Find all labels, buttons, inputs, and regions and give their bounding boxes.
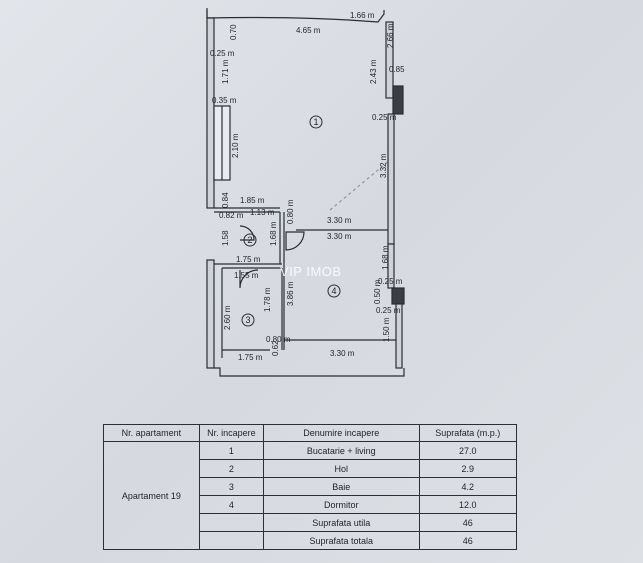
- dim-hol-168: 1.68 m: [269, 221, 278, 246]
- room-4-marker: [327, 284, 341, 298]
- floor-plan: 1 2 3 4 4.65 m 1.66 m 2.66 m 2.43 m 0.85…: [206, 8, 405, 377]
- dim-right-025: 0.25 m: [372, 113, 397, 122]
- dim-left-025: 0.25 m: [210, 49, 235, 58]
- walls: [206, 8, 405, 377]
- room-name-cell: Hol: [263, 459, 420, 478]
- room-2-marker: [243, 233, 257, 247]
- dim-baie-260: 2.60 m: [223, 305, 232, 330]
- room-name-cell: Dormitor: [263, 495, 420, 514]
- watermark: VIP IMOB: [280, 264, 342, 279]
- room-nr-cell: 2: [198, 459, 265, 478]
- dim-baie-178: 1.78 m: [263, 287, 272, 312]
- dim-mid-386: 3.86 m: [286, 281, 295, 306]
- dim-left-070: 0.70: [229, 24, 238, 40]
- total-label-cell: Suprafata utila: [263, 513, 420, 532]
- room-1-marker: [309, 115, 323, 129]
- dim-bot-062: 0.62: [271, 340, 280, 356]
- dim-left-084: 0.84: [221, 192, 230, 208]
- room-name-cell: Bucatarie + living: [263, 441, 420, 460]
- dim-mid-330a: 3.30 m: [327, 216, 352, 225]
- table-header-row: Nr. apartament Nr. incapere Denumire inc…: [103, 424, 518, 442]
- dim-mid-330b: 3.30 m: [327, 232, 352, 241]
- dim-bot-330: 3.30 m: [330, 349, 355, 358]
- dim-hol-175: 1.75 m: [236, 255, 261, 264]
- header-nr-apartament: Nr. apartament: [103, 424, 200, 442]
- table-row: Apartament 19 1 Bucatarie + living 27.0: [103, 441, 518, 550]
- room-2-number: 2: [247, 235, 252, 245]
- dim-left-082: 0.82 m: [219, 211, 244, 220]
- header-denumire: Denumire incapere: [263, 424, 420, 442]
- apartment-cell: Apartament 19: [103, 441, 200, 550]
- dim-top-width: 4.65 m: [296, 26, 321, 35]
- dim-r4-050: 0.50 m: [373, 279, 382, 304]
- dim-bot-175: 1.75 m: [238, 353, 263, 362]
- room-nr-cell: [198, 513, 265, 532]
- dim-r4-025b: 0.25 m: [376, 306, 401, 315]
- total-area-cell: 46: [418, 513, 518, 532]
- dim-right-tag: 0.85: [389, 65, 405, 74]
- dim-r4-025a: 0.25 m: [378, 277, 403, 286]
- table-row: Suprafata totala 46: [104, 531, 518, 550]
- total-label-cell: Suprafata totala: [263, 531, 420, 550]
- room-area-cell: 2.9: [418, 459, 518, 478]
- room-3-marker: [241, 313, 255, 327]
- dim-left-210: 2.10 m: [231, 133, 240, 158]
- room-4-number: 4: [331, 286, 336, 296]
- dim-left-035: 0.35 m: [212, 96, 237, 105]
- table-row: 4 Dormitor 12.0: [104, 495, 518, 514]
- room-area-cell: 12.0: [418, 495, 518, 514]
- room-area-cell: 27.0: [418, 441, 518, 460]
- room-1-number: 1: [313, 117, 318, 127]
- dimension-labels: 4.65 m 1.66 m 2.66 m 2.43 m 0.85 0.70 0.…: [210, 11, 405, 362]
- dim-mid-080: 0.80 m: [286, 199, 295, 224]
- dim-left-113: 1.13 m: [250, 208, 275, 217]
- room-nr-cell: [198, 531, 265, 550]
- room-3-number: 3: [245, 315, 250, 325]
- dim-bot-080: 0.80 m: [266, 335, 291, 344]
- room-labels: 1 2 3 4: [241, 115, 341, 327]
- dim-left-185: 1.85 m: [240, 196, 265, 205]
- dim-right-top: 2.66 m: [386, 23, 395, 48]
- room-area-cell: 4.2: [418, 477, 518, 496]
- room-nr-cell: 3: [198, 477, 265, 496]
- dim-hol-158: 1.58: [221, 230, 230, 246]
- dim-top-small: 1.66 m: [350, 11, 375, 20]
- room-nr-cell: 4: [198, 495, 265, 514]
- room-nr-cell: 1: [198, 441, 265, 460]
- room-name-cell: Baie: [263, 477, 420, 496]
- dim-left-171: 1.71 m: [221, 59, 230, 84]
- total-area-cell: 46: [418, 531, 518, 550]
- dim-right-2: 2.43 m: [369, 59, 378, 84]
- dim-baie-155: 1.55 m: [234, 271, 259, 280]
- dim-r4-150: 1.50 m: [382, 317, 391, 342]
- dim-right-332: 3.32 m: [379, 153, 388, 178]
- header-nr-incapere: Nr. incapere: [198, 424, 265, 442]
- dim-r4-168: 1.68 m: [381, 245, 390, 270]
- header-suprafata: Suprafata (m.p.): [418, 424, 518, 442]
- area-table: Nr. apartament Nr. incapere Denumire inc…: [103, 424, 518, 550]
